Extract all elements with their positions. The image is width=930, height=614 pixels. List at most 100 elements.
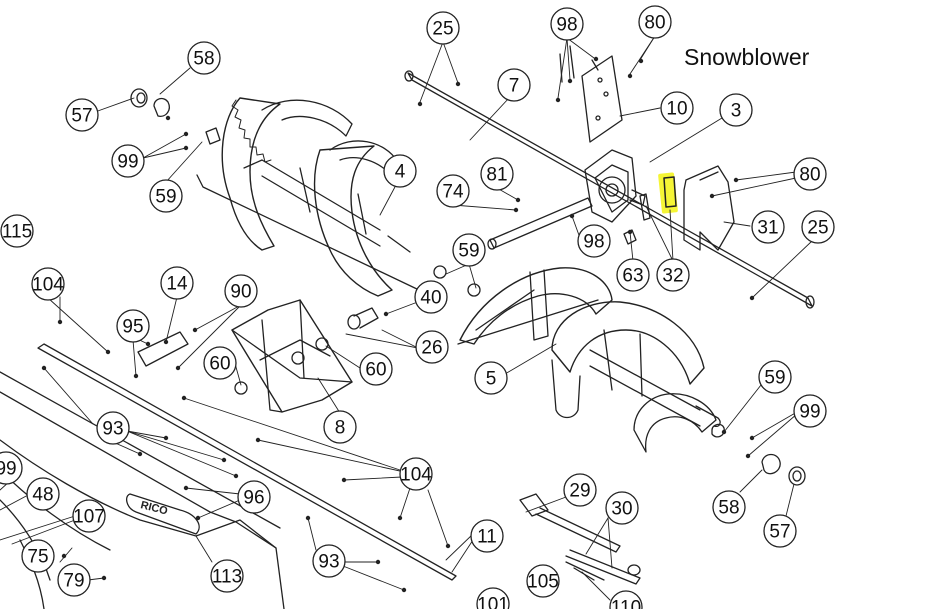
fastener-dot: [567, 78, 573, 84]
callout-label: 60: [365, 360, 386, 381]
callout-99: 99: [793, 394, 827, 428]
callout-circle: [414, 280, 448, 314]
callout-circle: [203, 346, 237, 380]
callout-label: 98: [556, 15, 577, 36]
callout-circle: [224, 274, 258, 308]
callout-circle: [758, 360, 792, 394]
bracket-part-31: [683, 165, 735, 251]
leader-line: [43, 367, 94, 425]
callout-circle: [712, 490, 746, 524]
callout-circle: [237, 480, 271, 514]
callout-circle: [474, 361, 508, 395]
fastener-dot: [341, 477, 347, 483]
impeller-part-8: [231, 299, 353, 413]
callout-26: 26: [415, 330, 449, 364]
callout-58: 58: [187, 41, 221, 75]
callout-label: 115: [2, 222, 32, 243]
leader-lines: [0, 35, 813, 601]
plate-part-10: [559, 45, 623, 143]
callout-11: 11: [470, 519, 504, 553]
fastener-dot: [709, 193, 715, 199]
callout-113: 113: [210, 559, 244, 593]
callout-circle: [116, 309, 150, 343]
callout-circle: [609, 590, 643, 614]
leader-line: [557, 37, 568, 99]
callout-label: 32: [662, 266, 683, 287]
callout-circle: [719, 93, 753, 127]
leader-line: [165, 296, 178, 343]
callout-label: 25: [807, 218, 828, 239]
leader-line: [469, 97, 510, 141]
callout-58: 58: [712, 490, 746, 524]
callout-label: 96: [243, 488, 264, 509]
callout-circle: [160, 266, 194, 300]
callout-label: 58: [193, 49, 214, 70]
input-shaft: [489, 197, 593, 249]
leader-line: [711, 177, 797, 197]
callout-105: 105: [526, 564, 560, 598]
leader-line: [257, 439, 401, 472]
leader-line: [525, 496, 567, 513]
fastener-dot: [192, 327, 198, 333]
fastener-dot: [417, 101, 423, 107]
callout-circle: [476, 587, 510, 614]
leader-line: [629, 231, 634, 262]
callout-circle: [359, 352, 393, 386]
callout-label: 90: [230, 282, 251, 303]
callout-5: 5: [474, 361, 508, 395]
callout-label: 10: [666, 99, 687, 120]
callout-label: 7: [509, 76, 520, 97]
callout-circle: [31, 267, 65, 301]
callout-3: 3: [719, 93, 753, 127]
callout-label: 26: [421, 338, 442, 359]
leader-line: [47, 297, 109, 353]
callout-96: 96: [237, 480, 271, 514]
leader-line: [419, 41, 444, 103]
leader-line: [504, 343, 557, 375]
leader-line: [669, 209, 674, 262]
callout-25: 25: [426, 11, 460, 45]
callout-label: 99: [117, 152, 138, 173]
leader-line: [126, 430, 225, 461]
leader-line: [451, 539, 474, 573]
leader-line: [159, 67, 191, 95]
fastener-dot: [569, 213, 575, 219]
callout-57: 57: [763, 514, 797, 548]
callout-label: 104: [32, 275, 64, 296]
leader-line: [307, 517, 317, 551]
callout-label: 79: [63, 571, 84, 592]
callout-label: 40: [420, 288, 441, 309]
callout-79: 79: [57, 563, 91, 597]
callout-75: 75: [21, 539, 55, 573]
callout-59: 59: [452, 233, 486, 267]
callout-label: 63: [622, 266, 643, 287]
callout-104: 104: [399, 457, 433, 491]
callout-31: 31: [751, 210, 785, 244]
leader-line: [195, 535, 213, 563]
callout-label: 30: [611, 499, 632, 520]
callout-circle: [793, 157, 827, 191]
fastener-dot: [445, 543, 451, 549]
callout-label: 93: [318, 552, 339, 573]
fastener-dot: [593, 56, 599, 62]
leader-line: [452, 204, 517, 211]
leader-line: [183, 397, 401, 471]
callout-circle: [111, 144, 145, 178]
callout-circle: [638, 5, 672, 39]
callout-label: 104: [400, 465, 432, 486]
callout-7: 7: [497, 68, 531, 102]
callout-48: 48: [26, 477, 60, 511]
callout-circle: [563, 473, 597, 507]
callout-98: 98: [577, 224, 611, 258]
callout-label: 11: [477, 527, 497, 548]
leader-line: [751, 411, 798, 439]
fastener-dot: [255, 437, 261, 443]
callout-label: 101: [477, 595, 509, 610]
callout-label: 25: [432, 19, 453, 40]
callout-circle: [577, 224, 611, 258]
callout-label: 107: [73, 507, 105, 528]
callout-circle: [210, 559, 244, 593]
leader-line: [445, 533, 474, 561]
callout-circle: [470, 519, 504, 553]
